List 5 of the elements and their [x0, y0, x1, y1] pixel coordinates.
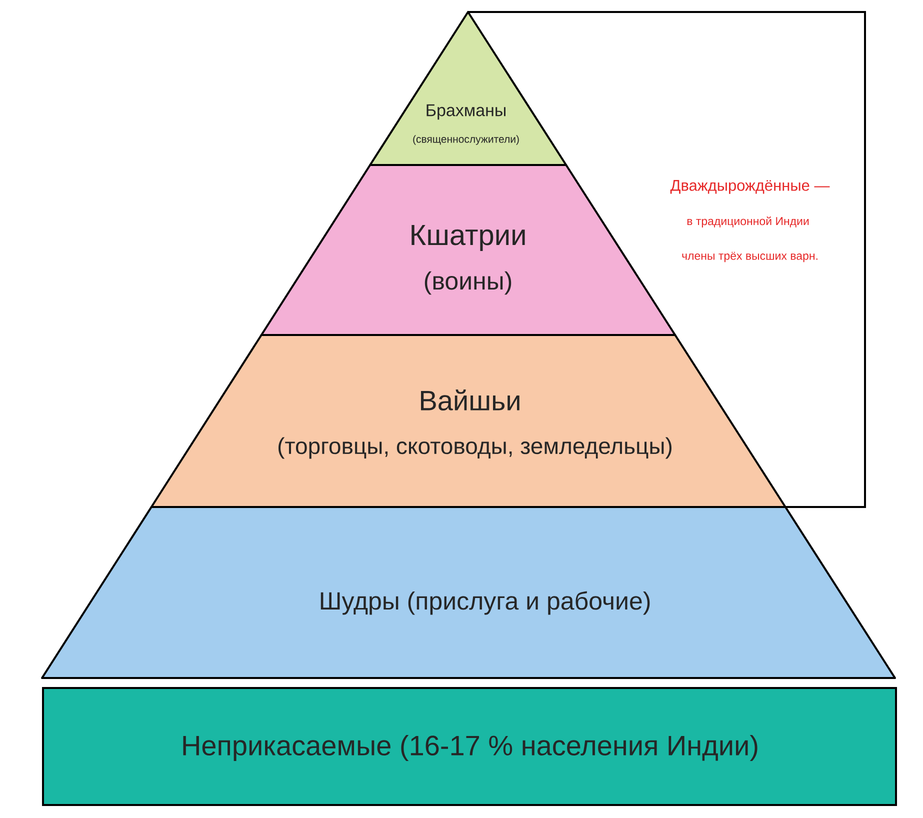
annotation-text: в традиционной Индии	[687, 216, 809, 228]
pyramid-tier: Неприкасаемые (16-17 % населения Индии)	[42, 686, 897, 806]
pyramid-tier: Брахманы (священнослужители)	[369, 10, 568, 166]
pyramid-tier: Шудры (прислуга и рабочие)	[41, 506, 896, 679]
pyramid-tier: Вайшьи (торговцы, скотоводы, земледельцы)	[150, 334, 786, 508]
